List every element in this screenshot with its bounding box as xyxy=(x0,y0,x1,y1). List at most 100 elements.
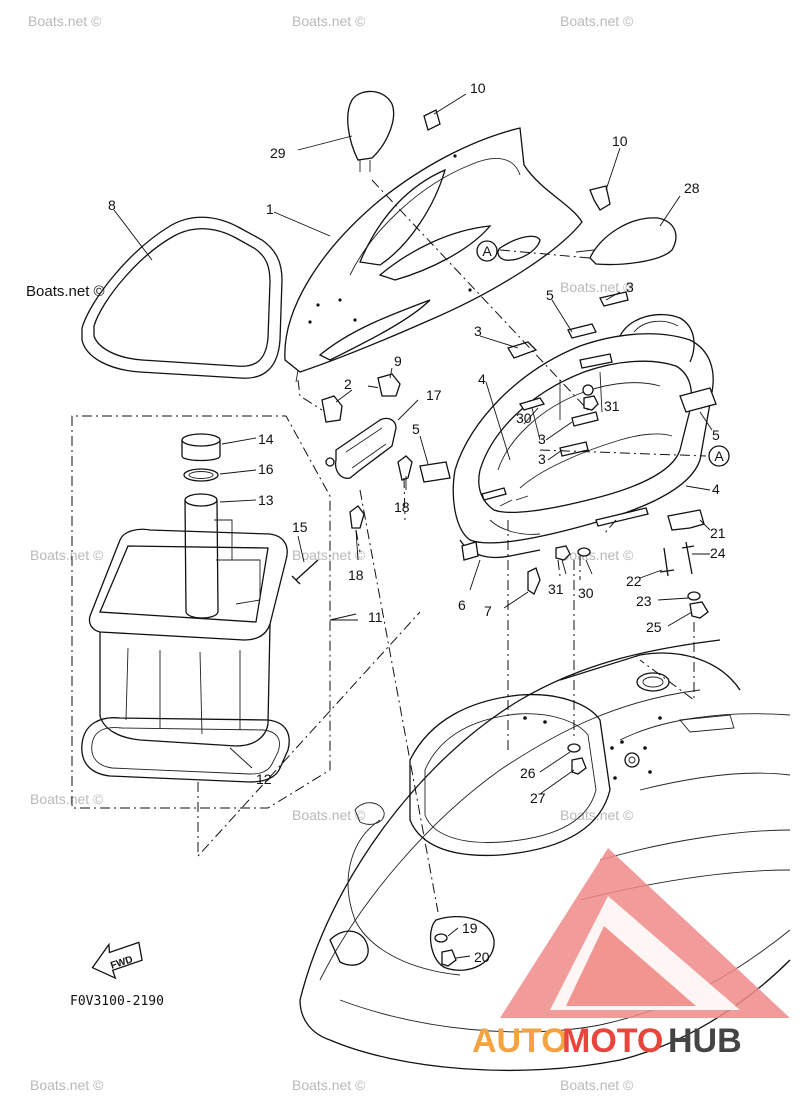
callout-12: 12 xyxy=(256,771,272,787)
nut-part-27 xyxy=(571,757,587,775)
bracket-part-17 xyxy=(325,417,397,479)
reference-marker-a xyxy=(476,240,498,262)
watermark-layer: Boats.net © Boats.net © Boats.net © Boat… xyxy=(28,13,634,1093)
callout-25: 25 xyxy=(646,619,662,635)
watermark-text: Boats.net © xyxy=(560,807,634,823)
callout-29: 29 xyxy=(270,145,286,161)
callout-31: 31 xyxy=(548,581,564,597)
watermark-text: Boats.net © xyxy=(292,547,366,563)
callout-10: 10 xyxy=(470,80,486,96)
reference-label-a: A xyxy=(714,448,724,464)
clip-part-10-right xyxy=(589,185,611,211)
screw-part-18-lower xyxy=(349,505,365,529)
callout-16: 16 xyxy=(258,461,274,477)
washer-part-19 xyxy=(434,933,448,943)
callout-24: 24 xyxy=(710,545,726,561)
callout-3: 3 xyxy=(538,431,546,447)
callout-17: 17 xyxy=(426,387,442,403)
bolt-part-15 xyxy=(291,559,319,585)
cap-part-14 xyxy=(181,433,221,462)
watermark-text: Boats.net © xyxy=(30,547,104,563)
nut-part-25 xyxy=(689,601,709,619)
knob-part-29 xyxy=(347,90,395,172)
washer-part-26 xyxy=(567,743,581,753)
gasket-part-8 xyxy=(81,216,283,379)
tube-part-13 xyxy=(184,493,233,619)
o-ring-part-16-inner xyxy=(188,471,214,479)
grommet-part-30-upper xyxy=(582,384,594,396)
callout-6: 6 xyxy=(458,597,466,613)
callout-5: 5 xyxy=(546,287,554,303)
callout-30: 30 xyxy=(516,410,532,426)
watermark-text: Boats.net © xyxy=(30,1077,104,1093)
watermark-text: Boats.net © xyxy=(28,13,102,29)
nut-part-31-lower xyxy=(555,545,571,561)
watermark-text: Boats.net © xyxy=(292,13,366,29)
callout-1: 1 xyxy=(266,201,274,217)
logo-text-auto: AUTO xyxy=(472,1022,568,1060)
bolt-part-24 xyxy=(681,541,695,575)
logo-text-hub: HUB xyxy=(668,1022,742,1060)
washer-part-23 xyxy=(687,591,701,601)
diagram-code: F0V3100-2190 xyxy=(70,994,164,1009)
callout-31: 31 xyxy=(604,398,620,414)
storage-box-frame xyxy=(71,415,421,858)
logo-triangle-core-icon xyxy=(566,926,696,1006)
leader-lines xyxy=(113,93,713,959)
callout-3: 3 xyxy=(538,451,546,467)
o-ring-part-16 xyxy=(183,468,219,482)
watermark-text: Boats.net © xyxy=(292,1077,366,1093)
automotohub-logo: AUTO MOTO HUB xyxy=(472,848,790,1060)
callout-27: 27 xyxy=(530,790,546,806)
callout-28: 28 xyxy=(684,180,700,196)
callout-23: 23 xyxy=(636,593,652,609)
clip-part-10-top xyxy=(423,109,441,131)
nut-part-20 xyxy=(441,949,457,967)
watermark-text: Boats.net © xyxy=(560,13,634,29)
screw-part-7 xyxy=(527,567,541,595)
washer-part-30-lower xyxy=(577,547,591,557)
callout-22: 22 xyxy=(626,573,642,589)
callout-labels: 10 29 10 28 1 8 3 5 3 4 30 31 3 3 5 5 4 … xyxy=(108,80,726,965)
nut-part-31-upper xyxy=(583,395,599,411)
bolt-part-22 xyxy=(659,547,675,577)
callout-2: 2 xyxy=(344,376,352,392)
storage-tray-part-6 xyxy=(419,291,717,561)
reference-label-a: A xyxy=(482,243,492,259)
cover-part-28 xyxy=(575,217,677,266)
watermark-text: Boats.net © xyxy=(292,807,366,823)
watermark-text: Boats.net © xyxy=(560,279,634,295)
watermark-text: Boats.net © xyxy=(560,1077,634,1093)
callout-10: 10 xyxy=(612,133,628,149)
watermark-text-dark: Boats.net © xyxy=(26,283,105,300)
callout-5: 5 xyxy=(712,427,720,443)
callout-8: 8 xyxy=(108,197,116,213)
callout-18: 18 xyxy=(348,567,364,583)
callout-3: 3 xyxy=(474,323,482,339)
callout-11: 11 xyxy=(368,609,383,625)
callout-19: 19 xyxy=(462,920,478,936)
callout-15: 15 xyxy=(292,519,308,535)
screw-part-18-upper xyxy=(397,455,413,481)
callout-5: 5 xyxy=(412,421,420,437)
callout-30: 30 xyxy=(578,585,594,601)
storage-box-part-11 xyxy=(88,528,288,747)
callout-7: 7 xyxy=(484,603,492,619)
callout-20: 20 xyxy=(474,949,490,965)
assembly-guide-lines xyxy=(297,179,707,913)
reference-marker-a xyxy=(708,445,730,467)
logo-text-moto: MOTO xyxy=(562,1022,663,1060)
callout-26: 26 xyxy=(520,765,536,781)
callout-13: 13 xyxy=(258,492,274,508)
callout-4: 4 xyxy=(478,371,486,387)
callout-3: 3 xyxy=(626,279,634,295)
callout-14: 14 xyxy=(258,431,274,447)
seal-part-12 xyxy=(81,717,290,783)
watermark-text: Boats.net © xyxy=(30,791,104,807)
forward-arrow-icon: FWD xyxy=(91,941,143,980)
top-shroud-part-1 xyxy=(284,127,583,383)
clip-part-2 xyxy=(321,395,343,423)
callout-9: 9 xyxy=(394,353,402,369)
